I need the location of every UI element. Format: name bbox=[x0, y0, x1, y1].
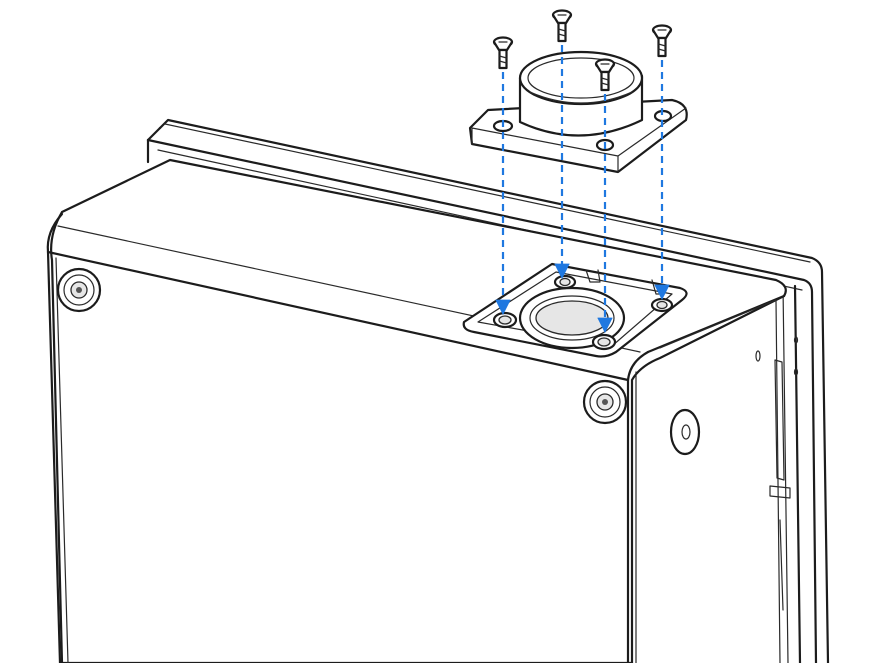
screw-right bbox=[651, 24, 673, 58]
enclosure-body bbox=[46, 158, 787, 663]
socket-front bbox=[591, 333, 617, 351]
screw-left bbox=[492, 36, 514, 70]
top-opening-recess bbox=[462, 262, 688, 358]
screw-inner bbox=[594, 58, 616, 92]
socket-top bbox=[553, 274, 577, 290]
socket-right bbox=[650, 297, 674, 313]
front-bolt-right bbox=[582, 379, 628, 425]
socket-left bbox=[492, 311, 518, 329]
screw-center bbox=[551, 9, 573, 43]
front-bolt-left bbox=[56, 267, 102, 313]
rear-frame bbox=[146, 118, 830, 663]
side-knockout bbox=[669, 408, 701, 456]
side-hinge bbox=[755, 336, 799, 611]
flange-part bbox=[468, 50, 688, 174]
